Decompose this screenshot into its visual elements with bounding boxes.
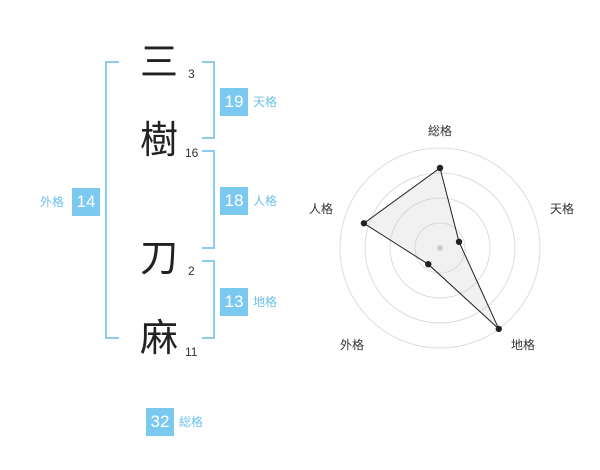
radar-data-polygon	[363, 167, 500, 330]
chi-value-badge: 13	[220, 288, 248, 316]
name-char-1: 三	[140, 40, 179, 84]
radar-axis-label-jin: 人格	[309, 202, 334, 216]
radar-point-1	[436, 164, 444, 172]
stroke-count-1: 3	[188, 67, 195, 81]
radar-point-3	[495, 325, 502, 333]
radar-axis-label-sou: 総格	[428, 124, 453, 138]
radar-points	[360, 164, 502, 333]
radar-ring-4	[339, 147, 541, 349]
radar-axis-label-gai: 外格	[340, 338, 365, 352]
radar-axis-label-ten: 天格	[550, 202, 575, 216]
ten-value-badge: 19	[220, 88, 248, 116]
radar-ring-2	[389, 197, 491, 299]
ten-bracket	[202, 61, 215, 139]
radar-point-4	[425, 260, 432, 268]
stroke-count-4: 11	[185, 345, 198, 359]
radar-rings	[339, 147, 541, 349]
radar-point-5	[360, 220, 368, 227]
name-char-4: 麻	[140, 316, 179, 360]
chi-bracket	[202, 260, 215, 339]
radar-ring-1	[414, 222, 466, 274]
radar-ring-3	[364, 172, 516, 324]
radar-axis-label-chi: 地格	[511, 338, 536, 352]
radar-point-2	[455, 238, 463, 246]
jin-label: 人格	[253, 194, 278, 208]
jin-bracket	[202, 150, 215, 249]
outer-bracket	[105, 61, 119, 339]
radar-center-dot	[437, 245, 443, 251]
sou-value-badge: 32	[146, 408, 174, 436]
gai-label: 外格	[40, 195, 65, 209]
sou-label: 総格	[179, 415, 204, 429]
name-char-3: 刀	[140, 236, 179, 280]
ten-label: 天格	[253, 95, 278, 109]
name-char-2: 樹	[140, 118, 179, 162]
jin-value-badge: 18	[220, 187, 248, 215]
chi-label: 地格	[253, 295, 278, 309]
gai-value-badge: 14	[72, 188, 100, 216]
stroke-count-3: 2	[188, 264, 195, 278]
stroke-count-2: 16	[185, 146, 199, 160]
